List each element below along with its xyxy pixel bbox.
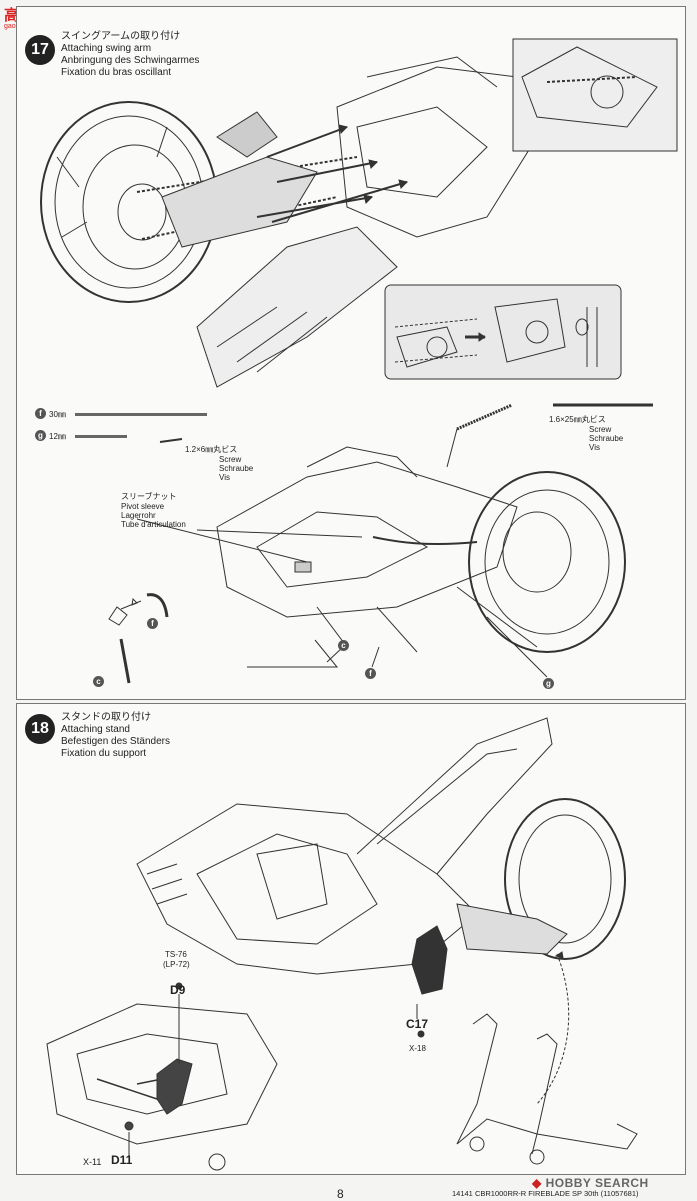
tube-g-length: 12㎜ — [49, 432, 66, 441]
tube-f-marker: f — [35, 408, 46, 419]
hobby-search-mark: ◆ HOBBY SEARCH — [532, 1176, 649, 1190]
marker-f-center: f — [365, 668, 376, 679]
d11-part: D11 — [111, 1153, 133, 1167]
screw-long-size: 1.6×25㎜丸ビス — [549, 415, 606, 424]
step-18-illustration — [46, 717, 638, 1171]
step-18-panel: 18 スタンドの取り付け Attaching stand Befestigen … — [16, 703, 686, 1175]
marker-g-right: g — [543, 678, 554, 689]
page-number: 8 — [337, 1187, 344, 1201]
tube-f-length: 30㎜ — [49, 410, 66, 419]
product-code: 14141 CBR1000RR-R FIREBLADE SP 30th (110… — [452, 1189, 639, 1198]
sleeve-de: Lagerrohr — [121, 511, 156, 520]
step-17-title-fr: Fixation du bras oscillant — [61, 67, 172, 78]
step-17-title-en: Attaching swing arm — [61, 43, 152, 54]
d9-paint: (LP-72) — [163, 960, 190, 969]
sleeve-fr: Tube d'articulation — [121, 520, 186, 529]
marker-c-center: c — [338, 640, 349, 651]
tube-f-bar — [75, 413, 207, 416]
step-18-title-jp: スタンドの取り付け — [61, 712, 151, 723]
step-17-number: 17 — [25, 35, 55, 65]
screw-small-en: Screw — [219, 455, 242, 464]
step-18-title-fr: Fixation du support — [61, 748, 147, 759]
marker-f-left: f — [147, 618, 158, 629]
step-17-titles: スイングアームの取り付け Attaching swing arm Anbring… — [61, 31, 199, 79]
step-17-panel: 17 スイングアームの取り付け Attaching swing arm Anbr… — [16, 6, 686, 700]
step-17-title-de: Anbringung des Schwingarmes — [61, 55, 200, 66]
screw-long-de: Schraube — [589, 434, 624, 443]
tube-g-marker: g — [35, 430, 46, 441]
screw-long-fr: Vis — [589, 443, 600, 452]
step-18-title-en: Attaching stand — [61, 724, 130, 735]
step-18-titles: スタンドの取り付け Attaching stand Befestigen des… — [61, 712, 170, 760]
hobby-search-text: HOBBY SEARCH — [545, 1176, 649, 1190]
screw-small-fr: Vis — [219, 473, 230, 482]
screw-small-size: 1.2×6㎜丸ビス — [185, 445, 238, 454]
step-17-illustration — [40, 38, 678, 684]
sleeve-jp: スリーブナット — [121, 492, 177, 501]
screw-small-de: Schraube — [219, 464, 254, 473]
step-17-title-jp: スイングアームの取り付け — [61, 31, 181, 42]
tube-g-bar — [75, 435, 127, 438]
screw-long-en: Screw — [589, 425, 612, 434]
d11-paint: X-11 — [83, 1157, 102, 1167]
step-18-number: 18 — [25, 714, 55, 744]
c17-paint: X-18 — [409, 1044, 426, 1053]
marker-c-left: c — [93, 676, 104, 687]
d9-ref: TS-76 — [165, 950, 187, 959]
d9-part: D9 — [170, 983, 186, 997]
c17-part: C17 — [406, 1017, 429, 1031]
step-18-title-de: Befestigen des Ständers — [61, 736, 170, 747]
sleeve-en: Pivot sleeve — [121, 502, 165, 511]
